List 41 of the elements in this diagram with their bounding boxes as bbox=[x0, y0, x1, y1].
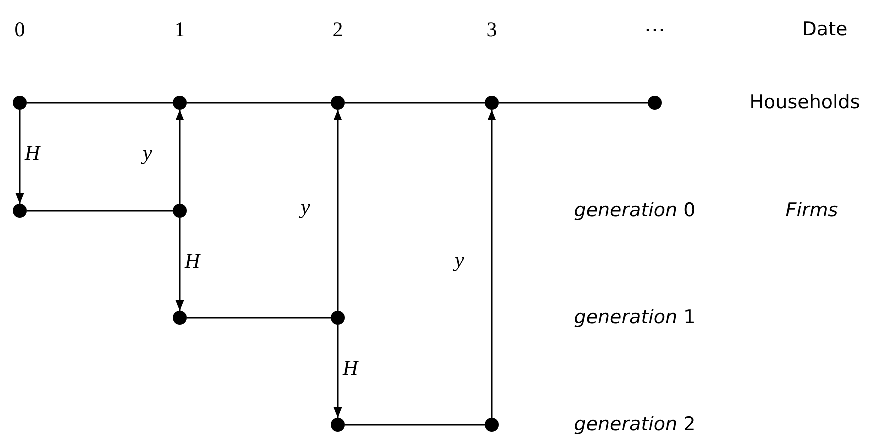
edge-label: y bbox=[143, 143, 152, 164]
edge-label: y bbox=[455, 250, 464, 271]
row-label: generation 1 bbox=[574, 308, 696, 328]
dot bbox=[485, 418, 499, 432]
dot bbox=[173, 204, 187, 218]
dot bbox=[13, 96, 27, 110]
dot bbox=[331, 311, 345, 325]
arrow bbox=[488, 110, 496, 418]
edge-label: y bbox=[301, 196, 310, 218]
dot bbox=[13, 204, 27, 218]
row-label: Firms bbox=[786, 202, 838, 220]
line bbox=[345, 424, 485, 426]
edge-label: H bbox=[25, 143, 40, 164]
row-label: Households bbox=[750, 94, 860, 112]
dot bbox=[173, 311, 187, 325]
dot bbox=[331, 418, 345, 432]
dot bbox=[331, 96, 345, 110]
tick-label: 1 bbox=[174, 20, 186, 40]
arrow bbox=[16, 110, 24, 204]
dot bbox=[485, 96, 499, 110]
line bbox=[187, 317, 331, 319]
arrow bbox=[176, 110, 184, 204]
edge-label: H bbox=[343, 358, 358, 378]
dot bbox=[648, 96, 662, 110]
line bbox=[27, 210, 173, 212]
row-label: generation 0 bbox=[574, 202, 696, 220]
tick-label: 2 bbox=[332, 20, 344, 40]
tick-label: ⋯ bbox=[644, 20, 666, 40]
line bbox=[345, 102, 485, 104]
line bbox=[27, 102, 173, 104]
dot bbox=[173, 96, 187, 110]
tick-label: 0 bbox=[14, 20, 26, 40]
arrow bbox=[176, 218, 184, 311]
line bbox=[187, 102, 331, 104]
line bbox=[499, 102, 648, 104]
row-label: Date bbox=[802, 20, 848, 40]
arrow bbox=[334, 325, 342, 418]
edge-label: H bbox=[185, 250, 200, 272]
row-label: generation 2 bbox=[574, 416, 696, 434]
tick-label: 3 bbox=[486, 20, 498, 40]
arrow bbox=[334, 110, 342, 311]
